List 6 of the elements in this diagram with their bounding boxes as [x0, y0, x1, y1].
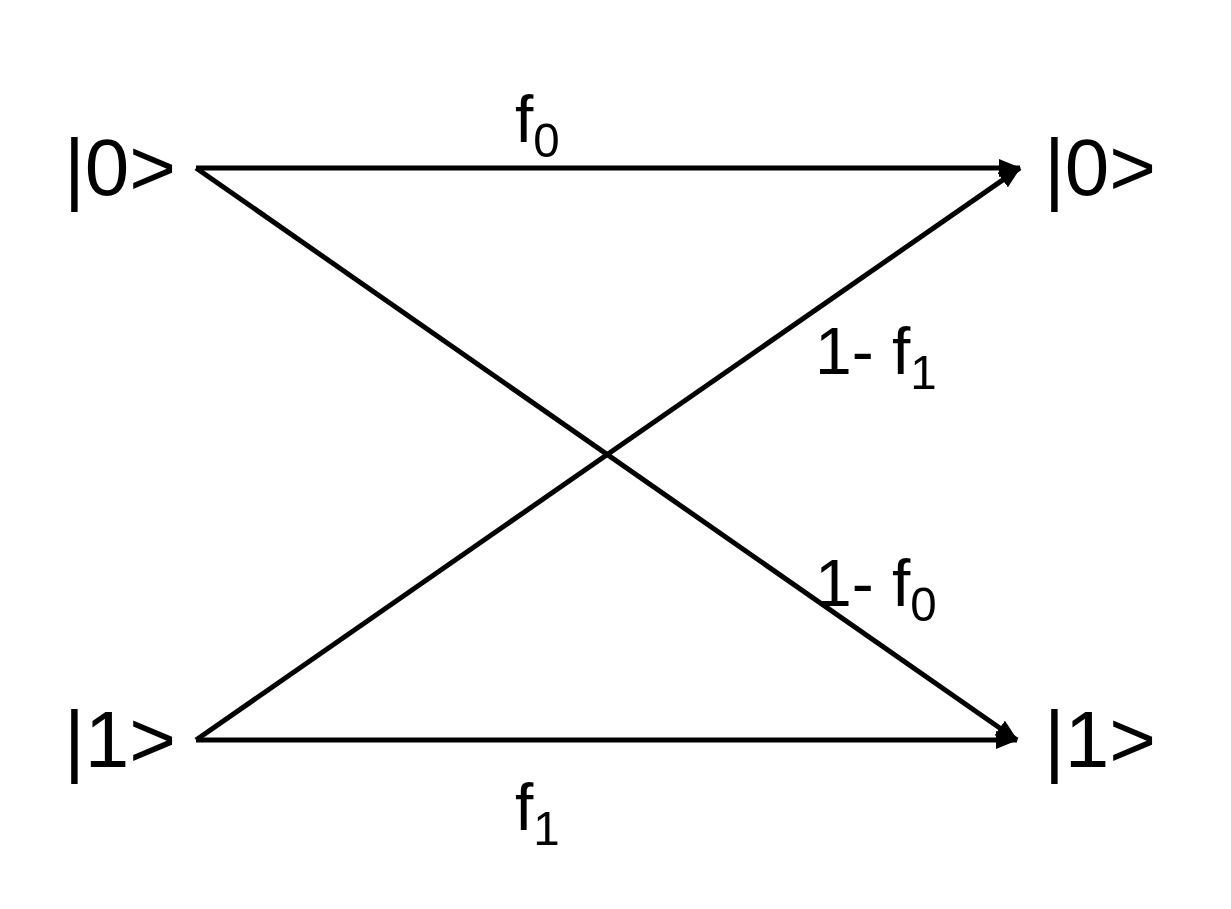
horizontal-arrow [196, 159, 1021, 177]
edge-label: 1- f$_{1}$ [815, 314, 937, 390]
edge-label: f$_{0}$ [515, 82, 560, 158]
edge-label: 1- f$_{0}$ [815, 546, 937, 622]
horizontal-arrow [196, 731, 1018, 749]
edge-label: f$_{1}$ [515, 770, 560, 846]
